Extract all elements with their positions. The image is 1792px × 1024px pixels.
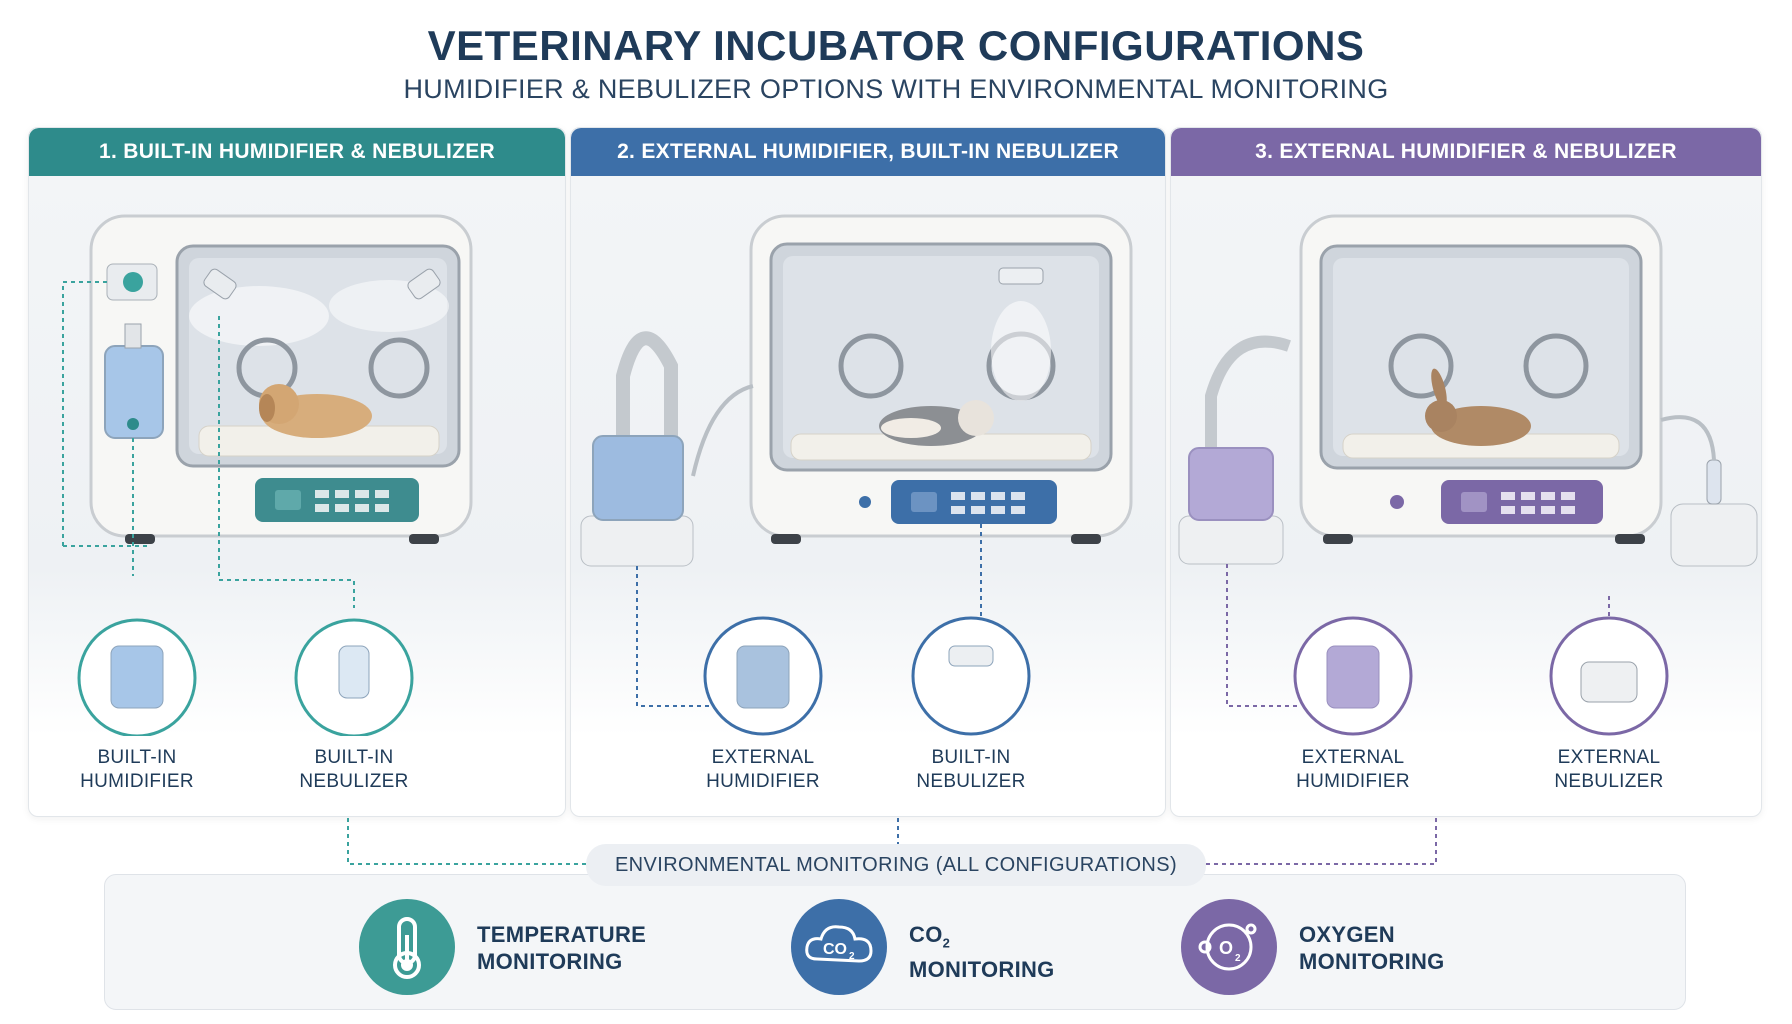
co2-monitoring: CO 2 CO2 MONITORING (791, 899, 1151, 995)
rabbit-head (1425, 400, 1457, 432)
config-panel-external-both: 3. EXTERNAL HUMIDIFIER & NEBULIZER (1170, 127, 1762, 817)
incubator-chamber (1333, 258, 1629, 456)
svg-text:CO: CO (823, 941, 847, 958)
incubator-illustration (62, 214, 473, 736)
panel-header: 1. BUILT-IN HUMIDIFIER & NEBULIZER (29, 128, 565, 176)
svg-text:2: 2 (849, 951, 855, 962)
panel-header: 2. EXTERNAL HUMIDIFIER, BUILT-IN NEBULIZ… (571, 128, 1165, 176)
config-panel-external-humidifier: 2. EXTERNAL HUMIDIFIER, BUILT-IN NEBULIZ… (570, 127, 1166, 817)
external-humidifier-tank (592, 435, 684, 521)
thermometer-icon (359, 899, 455, 995)
external-nebulizer-unit (1670, 503, 1758, 567)
external-humidifier-base (1178, 515, 1284, 565)
access-port (1388, 333, 1454, 399)
incubator-scene (1171, 176, 1761, 736)
mist-cloud (189, 286, 329, 346)
o2-cloud-icon: O 2 (1181, 899, 1277, 995)
built-in-nebulizer-nozzle (998, 267, 1044, 285)
incubator-scene (29, 176, 565, 736)
access-port (838, 333, 904, 399)
kitten-head (958, 400, 994, 436)
config-panel-built-in: 1. BUILT-IN HUMIDIFIER & NEBULIZER (28, 127, 566, 817)
incubator-illustration (580, 214, 1133, 736)
page-subtitle: HUMIDIFIER & NEBULIZER OPTIONS WITH ENVI… (403, 74, 1389, 104)
access-port (368, 337, 430, 399)
svg-text:O: O (1219, 938, 1233, 958)
mist-nozzle (407, 268, 441, 300)
humidifier-hose (616, 331, 678, 436)
svg-text:2: 2 (1235, 953, 1241, 964)
access-port (1523, 333, 1589, 399)
panel-header: 3. EXTERNAL HUMIDIFIER & NEBULIZER (1171, 128, 1761, 176)
page-title: VETERINARY INCUBATOR CONFIGURATIONS (427, 22, 1365, 69)
external-humidifier-base (580, 515, 694, 567)
external-humidifier-tank (1188, 447, 1274, 521)
monitoring-title: ENVIRONMENTAL MONITORING (ALL CONFIGURAT… (586, 844, 1206, 886)
humidifier-hose (1205, 335, 1291, 456)
mist-nozzle (203, 268, 237, 300)
mist-cloud (991, 301, 1051, 401)
incubator-scene (571, 176, 1165, 736)
co2-cloud-icon: CO 2 (791, 899, 887, 995)
incubator-illustration (1178, 214, 1758, 736)
built-in-nebulizer-detail (911, 616, 1031, 736)
